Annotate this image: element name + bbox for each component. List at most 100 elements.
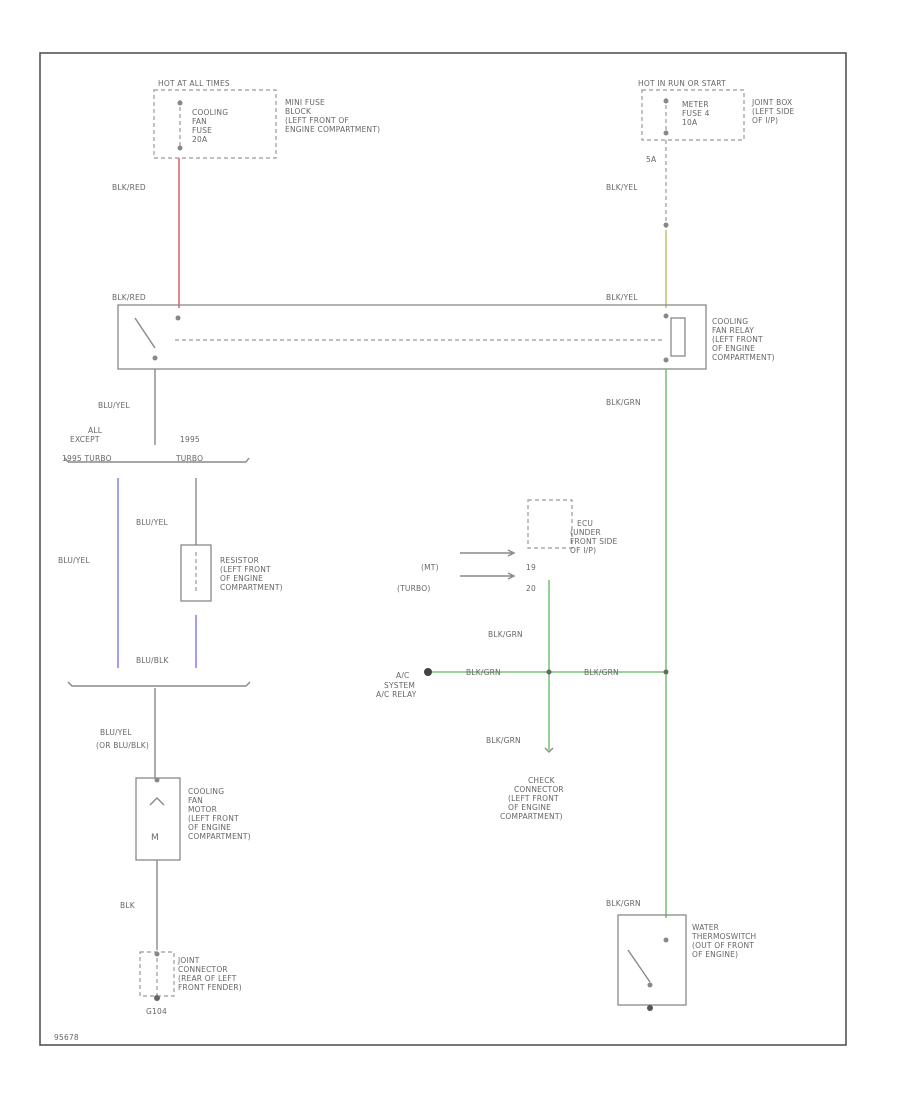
svg-text:10A: 10A xyxy=(682,118,698,127)
water-thermoswitch xyxy=(617,914,687,1011)
svg-text:OF ENGINE: OF ENGINE xyxy=(188,823,231,832)
branch-selector: ALL EXCEPT 1995 TURBO 1995 TURBO xyxy=(62,426,250,463)
svg-text:SYSTEM: SYSTEM xyxy=(384,681,415,690)
svg-text:JOINT BOX: JOINT BOX xyxy=(751,98,792,107)
svg-text:COOLING: COOLING xyxy=(188,787,224,796)
svg-text:OF I/P): OF I/P) xyxy=(570,546,596,555)
figure-id: 95678 xyxy=(54,1033,79,1042)
svg-text:RESISTOR: RESISTOR xyxy=(220,556,259,565)
diagram-frame xyxy=(39,52,847,1046)
svg-text:FRONT SIDE: FRONT SIDE xyxy=(570,537,618,546)
svg-text:OF ENGINE: OF ENGINE xyxy=(220,574,263,583)
svg-text:BLOCK: BLOCK xyxy=(285,107,312,116)
wire-label-blk-grn-h1: BLK/GRN xyxy=(466,668,501,677)
svg-text:ENGINE COMPARTMENT): ENGINE COMPARTMENT) xyxy=(285,125,380,134)
svg-text:MINI FUSE: MINI FUSE xyxy=(285,98,325,107)
cooling-fan-motor: M xyxy=(135,777,181,861)
svg-text:A/C: A/C xyxy=(396,671,410,680)
ground-label: G104 xyxy=(146,1007,167,1016)
ac-relay-label: A/C SYSTEM A/C RELAY xyxy=(376,671,417,699)
svg-text:EXCEPT: EXCEPT xyxy=(70,435,100,444)
svg-text:FUSE 4: FUSE 4 xyxy=(682,109,710,118)
svg-text:ALL: ALL xyxy=(88,426,103,435)
meter-fuse: HOT IN RUN OR START METER FUSE 4 10A xyxy=(638,79,745,141)
svg-text:COMPARTMENT): COMPARTMENT) xyxy=(220,583,283,592)
joint-box-label: JOINT BOX (LEFT SIDE OF I/P) xyxy=(751,98,795,125)
wire-label-blu-yel-resistor: BLU/YEL xyxy=(136,518,168,527)
svg-text:CHECK: CHECK xyxy=(528,776,556,785)
svg-text:CONNECTOR: CONNECTOR xyxy=(514,785,564,794)
wire-label-blk-red-relay: BLK/RED xyxy=(112,293,146,302)
svg-text:1995 TURBO: 1995 TURBO xyxy=(62,454,112,463)
relay-coil xyxy=(670,317,686,357)
cooling-fan-fuse: HOT AT ALL TIMES COOLING FAN FUSE 20A xyxy=(153,79,277,159)
resistor xyxy=(180,544,212,602)
svg-text:OF ENGINE: OF ENGINE xyxy=(508,803,551,812)
svg-text:1995: 1995 xyxy=(180,435,200,444)
svg-text:OF I/P): OF I/P) xyxy=(752,116,778,125)
wire-label-blk-grn-relay: BLK/GRN xyxy=(606,398,641,407)
wire-label-blu-yel-motor: BLU/YEL xyxy=(100,728,132,737)
check-connector-terminal xyxy=(544,747,554,753)
svg-text:JOINT: JOINT xyxy=(177,956,200,965)
pin-label-5a: 5A xyxy=(646,155,657,164)
thermoswitch-contact xyxy=(627,949,651,983)
ecu-label: ECU (UNDER FRONT SIDE OF I/P) xyxy=(570,519,618,555)
ac-terminal xyxy=(424,668,432,676)
wire-label-blu-blk: BLU/BLK xyxy=(136,656,169,665)
relay-switch xyxy=(134,317,156,349)
svg-text:WATER: WATER xyxy=(692,923,719,932)
wire-label-blk-grn-check: BLK/GRN xyxy=(486,736,521,745)
check-connector-label: CHECK CONNECTOR (LEFT FRONT OF ENGINE CO… xyxy=(500,776,564,821)
svg-text:(REAR OF LEFT: (REAR OF LEFT xyxy=(178,974,237,983)
fuse-left-line: COOLING xyxy=(192,108,228,117)
svg-text:COMPARTMENT): COMPARTMENT) xyxy=(500,812,563,821)
wire-label-blk-grn-thermo: BLK/GRN xyxy=(606,899,641,908)
joint-connector-label: JOINT CONNECTOR (REAR OF LEFT FRONT FEND… xyxy=(177,956,242,992)
fuse-right-header: HOT IN RUN OR START xyxy=(638,79,726,88)
fuse-left-header: HOT AT ALL TIMES xyxy=(158,79,230,88)
svg-text:OF ENGINE: OF ENGINE xyxy=(712,344,755,353)
wire-label-blk: BLK xyxy=(120,901,136,910)
ground-point xyxy=(154,995,160,1001)
svg-text:(TURBO): (TURBO) xyxy=(397,584,430,593)
wire-label-blk-grn-h2: BLK/GRN xyxy=(584,668,619,677)
svg-text:OF ENGINE): OF ENGINE) xyxy=(692,950,738,959)
wire-label-blu-yel: BLU/YEL xyxy=(98,401,130,410)
wire-label-or-blu-blk: (OR BLU/BLK) xyxy=(96,741,149,750)
svg-text:(LEFT FRONT: (LEFT FRONT xyxy=(508,794,559,803)
svg-text:FRONT FENDER): FRONT FENDER) xyxy=(178,983,242,992)
svg-text:FAN RELAY: FAN RELAY xyxy=(712,326,754,335)
svg-text:(LEFT SIDE: (LEFT SIDE xyxy=(752,107,795,116)
svg-text:COOLING: COOLING xyxy=(712,317,748,326)
svg-text:METER: METER xyxy=(682,100,709,109)
svg-text:COMPARTMENT): COMPARTMENT) xyxy=(712,353,775,362)
relay-label: COOLING FAN RELAY (LEFT FRONT OF ENGINE … xyxy=(712,317,775,362)
svg-text:(LEFT FRONT: (LEFT FRONT xyxy=(188,814,239,823)
motor-label: COOLING FAN MOTOR (LEFT FRONT OF ENGINE … xyxy=(188,787,251,841)
svg-text:(LEFT FRONT OF: (LEFT FRONT OF xyxy=(285,116,349,125)
svg-text:TURBO: TURBO xyxy=(175,454,203,463)
splice-point xyxy=(546,669,552,675)
resistor-label: RESISTOR (LEFT FRONT OF ENGINE COMPARTME… xyxy=(220,556,283,592)
svg-text:ECU: ECU xyxy=(577,519,593,528)
svg-text:20: 20 xyxy=(526,584,536,593)
svg-text:A/C RELAY: A/C RELAY xyxy=(376,690,417,699)
ecu-inputs: (MT) (TURBO) 19 20 xyxy=(397,549,536,593)
svg-text:(OUT OF FRONT: (OUT OF FRONT xyxy=(692,941,754,950)
svg-text:THERMOSWITCH: THERMOSWITCH xyxy=(691,932,756,941)
cooling-fan-relay xyxy=(117,304,707,370)
svg-text:CONNECTOR: CONNECTOR xyxy=(178,965,228,974)
fuse-left-line: FAN xyxy=(192,117,207,126)
mini-fuse-block-label: MINI FUSE BLOCK (LEFT FRONT OF ENGINE CO… xyxy=(285,98,380,134)
wire-label-blk-red: BLK/RED xyxy=(112,183,146,192)
joint-connector xyxy=(139,951,175,1001)
svg-text:(UNDER: (UNDER xyxy=(570,528,601,537)
fuse-left-line: FUSE xyxy=(192,126,212,135)
thermoswitch-label: WATER THERMOSWITCH (OUT OF FRONT OF ENGI… xyxy=(691,923,756,959)
wire-label-blk-grn-ecu: BLK/GRN xyxy=(488,630,523,639)
svg-text:19: 19 xyxy=(526,563,536,572)
ecu xyxy=(527,499,573,549)
svg-text:MOTOR: MOTOR xyxy=(188,805,217,814)
